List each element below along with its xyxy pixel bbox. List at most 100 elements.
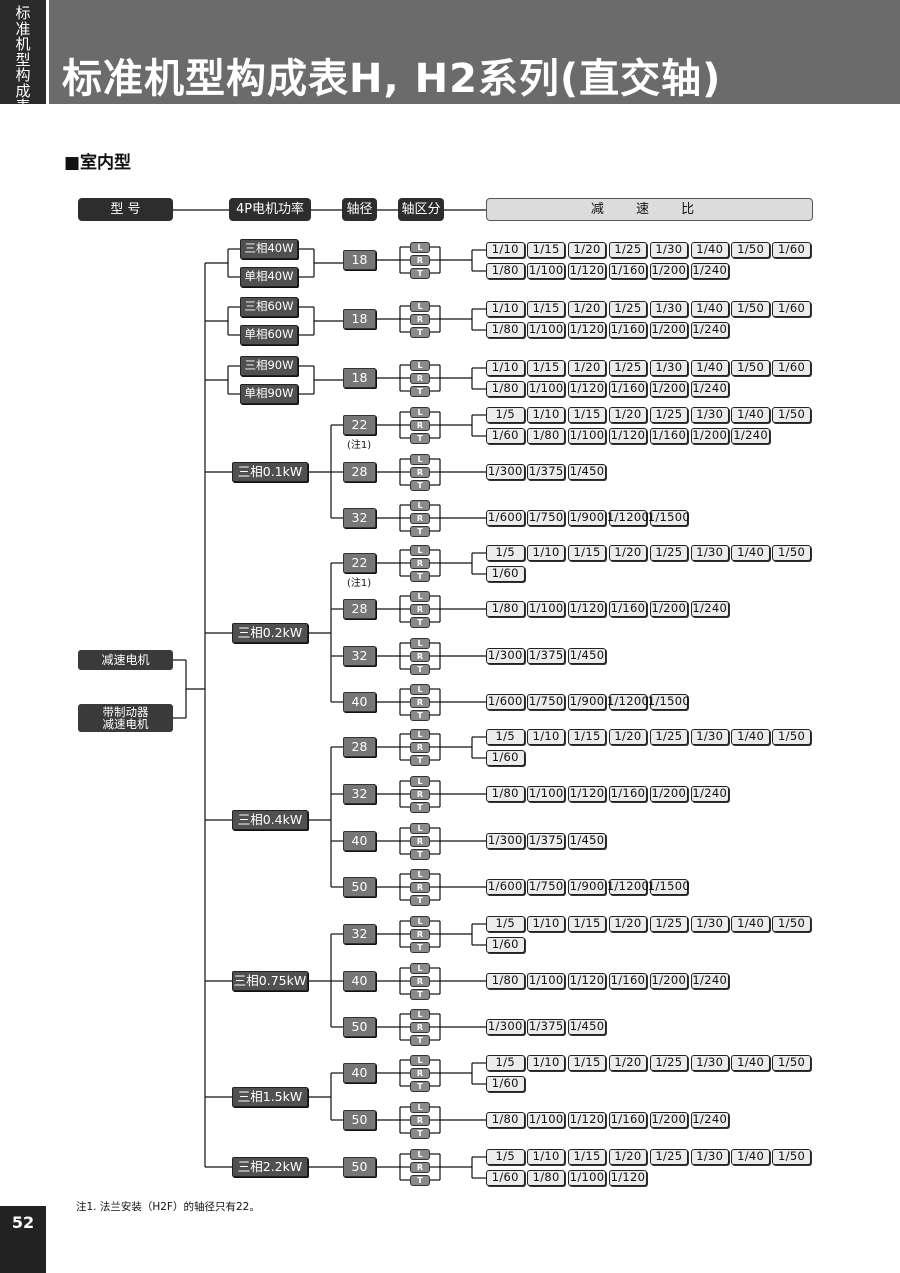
- reduction-ratio-box: 1/300: [486, 648, 525, 664]
- motor-power-box: 三相2.2kW: [232, 1157, 308, 1177]
- reduction-ratio-box: 1/240: [690, 973, 729, 989]
- axis-type-r-box: R: [410, 558, 430, 569]
- axis-type-t-box: T: [410, 755, 430, 766]
- column-header-diameter: 轴径: [342, 198, 377, 221]
- reduction-ratio-box: 1/160: [608, 322, 648, 338]
- reduction-ratio-box: 1/900: [567, 510, 607, 526]
- reduction-ratio-box: 1/750: [526, 510, 566, 526]
- header-bar: [0, 0, 900, 104]
- axis-type-l-box: L: [410, 638, 430, 649]
- reduction-ratio-box: 1/20: [567, 360, 607, 376]
- shaft-diameter-box: 50: [343, 1110, 376, 1130]
- reduction-ratio-box: 1/5: [486, 1055, 525, 1071]
- axis-type-t-box: T: [410, 433, 430, 444]
- reduction-ratio-box: 1/200: [649, 973, 689, 989]
- axis-type-t-box: T: [410, 617, 430, 628]
- reduction-ratio-box: 1/240: [690, 263, 729, 279]
- reduction-ratio-box: 1/750: [526, 694, 566, 710]
- axis-type-r-box: R: [410, 976, 430, 987]
- reduction-ratio-box: 1/600: [486, 694, 525, 710]
- reduction-ratio-box: 1/80: [526, 1170, 566, 1186]
- axis-type-r-box: R: [410, 1115, 430, 1126]
- axis-type-r-box: R: [410, 467, 430, 478]
- page-title: 标准机型构成表H, H2系列(直交轴): [62, 56, 722, 102]
- reduction-ratio-box: 1/450: [567, 1019, 607, 1035]
- reduction-ratio-box: 1/120: [567, 973, 607, 989]
- reduction-ratio-box: 1/80: [486, 1112, 525, 1128]
- shaft-note: (注1): [347, 578, 372, 589]
- reduction-ratio-box: 1/375: [526, 833, 566, 849]
- reduction-ratio-box: 1/60: [772, 301, 811, 317]
- axis-type-t-box: T: [410, 526, 430, 537]
- motor-power-box: 三相0.1kW: [232, 462, 308, 482]
- shaft-diameter-box: 18: [343, 309, 376, 329]
- reduction-ratio-box: 1/60: [486, 1076, 525, 1092]
- reduction-ratio-box: 1/40: [690, 301, 729, 317]
- reduction-ratio-box: 1/25: [649, 1149, 689, 1165]
- reduction-ratio-box: 1/15: [567, 1149, 607, 1165]
- reduction-ratio-box: 1/160: [608, 786, 648, 802]
- shaft-diameter-box: 18: [343, 368, 376, 388]
- reduction-ratio-box: 1/1200: [606, 510, 650, 526]
- axis-type-l-box: L: [410, 916, 430, 927]
- shaft-diameter-box: 40: [343, 1063, 376, 1083]
- reduction-ratio-box: 1/200: [649, 786, 689, 802]
- shaft-diameter-box: 40: [343, 971, 376, 991]
- reduction-ratio-box: 1/1500: [647, 694, 690, 710]
- reduction-ratio-box: 1/200: [649, 263, 689, 279]
- axis-type-r-box: R: [410, 420, 430, 431]
- axis-type-l-box: L: [410, 407, 430, 418]
- axis-type-l-box: L: [410, 1149, 430, 1160]
- axis-type-l-box: L: [410, 729, 430, 740]
- reduction-ratio-box: 1/450: [567, 833, 607, 849]
- reduction-ratio-box: 1/450: [567, 648, 607, 664]
- reduction-ratio-box: 1/120: [567, 322, 607, 338]
- reduction-ratio-box: 1/30: [690, 545, 729, 561]
- reduction-ratio-box: 1/100: [567, 428, 607, 444]
- shaft-diameter-box: 22: [343, 553, 376, 573]
- reduction-ratio-box: 1/40: [731, 916, 770, 932]
- reduction-ratio-box: 1/20: [608, 407, 648, 423]
- axis-type-l-box: L: [410, 454, 430, 465]
- axis-type-l-box: L: [410, 360, 430, 371]
- side-tab-label: 标准机型构成表: [15, 4, 31, 115]
- axis-type-r-box: R: [410, 742, 430, 753]
- reduction-ratio-box: 1/10: [526, 1055, 566, 1071]
- reduction-ratio-box: 1/25: [649, 1055, 689, 1071]
- shaft-diameter-box: 28: [343, 462, 376, 482]
- axis-type-l-box: L: [410, 591, 430, 602]
- shaft-diameter-box: 50: [343, 877, 376, 897]
- reduction-ratio-box: 1/60: [486, 937, 525, 953]
- reduction-ratio-box: 1/15: [526, 242, 566, 258]
- reduction-ratio-box: 1/160: [608, 973, 648, 989]
- axis-type-t-box: T: [410, 268, 430, 279]
- axis-type-t-box: T: [410, 571, 430, 582]
- shaft-diameter-box: 32: [343, 646, 376, 666]
- reduction-ratio-box: 1/25: [608, 301, 648, 317]
- reduction-ratio-box: 1/15: [526, 301, 566, 317]
- reduction-ratio-box: 1/10: [486, 301, 525, 317]
- axis-type-t-box: T: [410, 1081, 430, 1092]
- reduction-ratio-box: 1/120: [608, 1170, 648, 1186]
- reduction-ratio-box: 1/50: [772, 1055, 811, 1071]
- column-header-power: 4P电机功率: [229, 198, 311, 221]
- reduction-ratio-box: 1/80: [486, 601, 525, 617]
- shaft-diameter-box: 28: [343, 599, 376, 619]
- reduction-ratio-box: 1/300: [486, 1019, 525, 1035]
- reduction-ratio-box: 1/240: [690, 381, 729, 397]
- reduction-ratio-box: 1/600: [486, 510, 525, 526]
- reduction-ratio-box: 1/5: [486, 729, 525, 745]
- reduction-ratio-box: 1/20: [567, 242, 607, 258]
- reduction-ratio-box: 1/15: [526, 360, 566, 376]
- reduction-ratio-box: 1/80: [486, 263, 525, 279]
- reduction-ratio-box: 1/40: [690, 242, 729, 258]
- axis-type-t-box: T: [410, 1175, 430, 1186]
- reduction-ratio-box: 1/80: [486, 381, 525, 397]
- column-header-ratio: 减 速 比: [486, 198, 813, 221]
- reduction-ratio-box: 1/5: [486, 545, 525, 561]
- axis-type-t-box: T: [410, 1128, 430, 1139]
- reduction-ratio-box: 1/5: [486, 407, 525, 423]
- reduction-ratio-box: 1/10: [526, 545, 566, 561]
- reduction-ratio-box: 1/100: [567, 1170, 607, 1186]
